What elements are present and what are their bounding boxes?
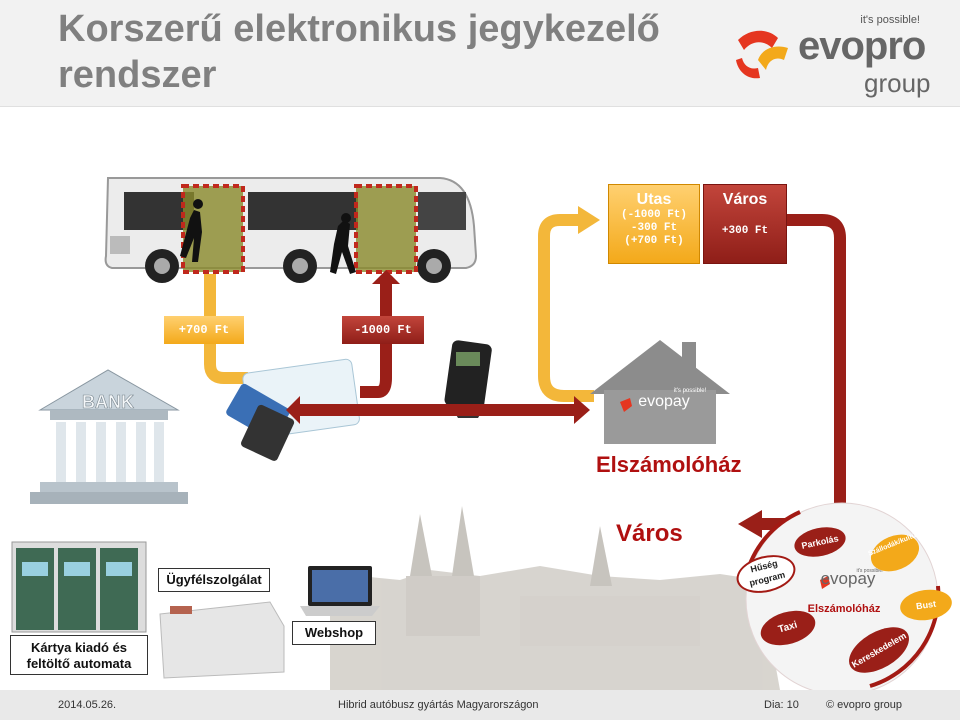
city-background-image [330,506,780,690]
bus-image [104,177,478,283]
varos-city-label: Város [616,520,683,547]
webshop-label: Webshop [292,621,376,645]
slide-footer: 2014.05.26. Hibrid autóbusz gyártás Magy… [0,690,960,720]
diagram-canvas: BANK evopay it's possible! [11,177,941,690]
footer-slide-value: 10 [786,699,799,711]
varos-amount: +300 Ft [721,225,769,237]
utas-line-3: (+700 Ft) [624,235,684,247]
footer-title: Hibrid autóbusz gyártás Magyarországon [338,699,539,711]
ugyfelszolgalat-label: Ügyfélszolgálat [158,568,270,592]
footer-date: 2014.05.26. [58,699,117,711]
footer-slide-number: Dia: 10 [764,699,799,711]
logo-group-text: group [864,68,931,98]
utas-box: Utas (-1000 Ft) -300 Ft (+700 Ft) [608,184,700,264]
bank-text: BANK [82,392,134,412]
footer-copyright: © evopro group [826,699,902,711]
slide-header: Korszerű elektronikus jegykezelő rendsze… [0,0,960,107]
evopay-tagline: it's possible! [674,388,707,394]
elszamolohaz-label: Elszámolóház [596,452,742,477]
footer-slide-label: Dia: [764,699,784,711]
evopay-house-image: evopay it's possible! [590,340,730,444]
evopay-text: evopay [638,393,690,410]
slide-title: Korszerű elektronikus jegykezelő rendsze… [58,8,660,96]
reception-desk-image [159,601,285,679]
center-label: Elszámolóház [808,603,881,615]
logo-tagline: it's possible! [860,14,920,26]
laptop-image [300,566,380,616]
evopro-logo: evopro group [724,14,950,100]
bank-building-image: BANK [30,369,188,504]
logo-brand: evopro [798,24,926,68]
utas-line-1: (-1000 Ft) [620,209,687,221]
minus1000-box: -1000 Ft [342,316,424,344]
center-tagline: it's possible! [856,568,883,574]
cards-image [226,358,360,461]
varos-label: Város [722,191,768,208]
double-arrow [286,396,590,424]
varos-box: Város +300 Ft [703,184,787,264]
kartya-line-2: feltöltő automata [26,656,132,671]
kartya-automata-label: Kártya kiadó és feltöltő automata [10,635,148,675]
utas-line-2: -300 Ft [630,222,678,234]
evopro-swirl-icon [736,30,788,79]
center-brand: evopay [821,569,876,588]
plus700-box: +700 Ft [164,316,244,344]
kartya-line-1: Kártya kiadó és [30,640,128,655]
utas-label: Utas [636,191,672,208]
ticket-machines-image [11,541,147,633]
